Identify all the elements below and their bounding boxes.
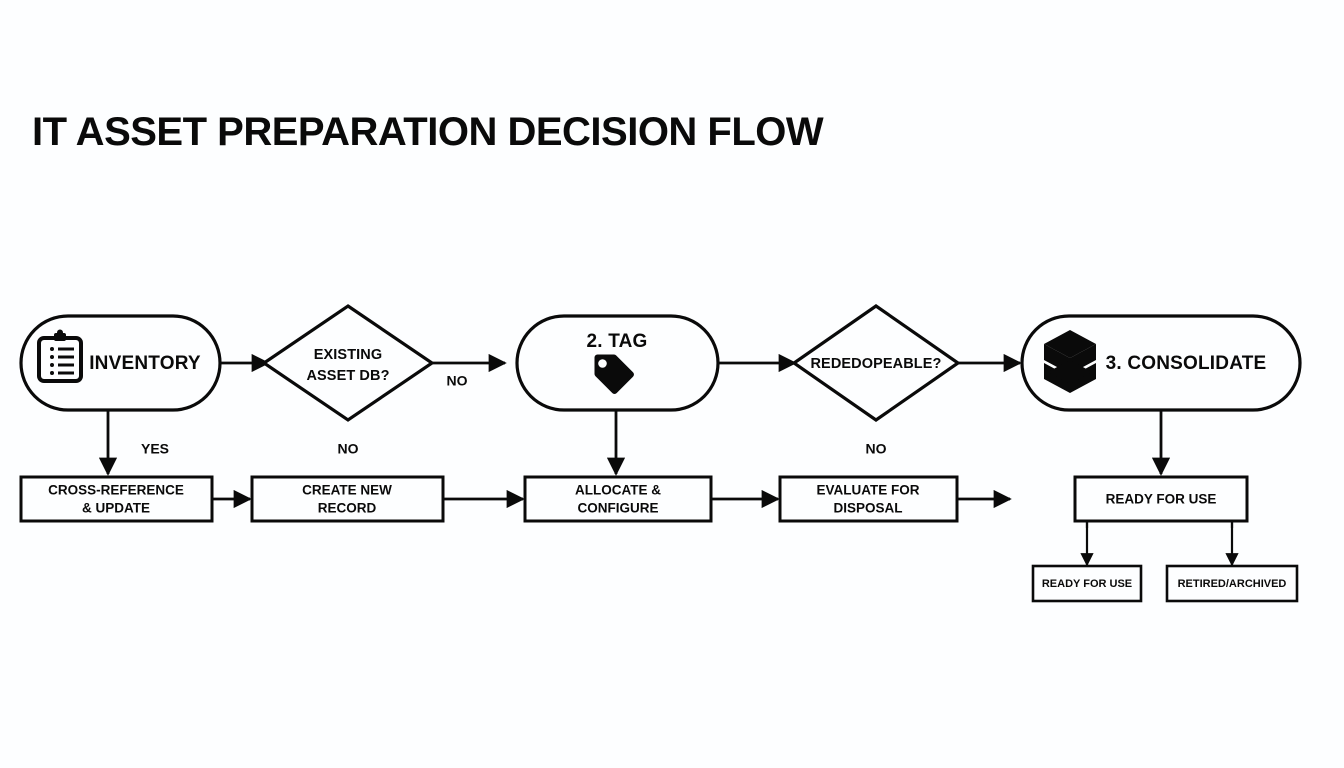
- node-create-new-record-label-line1: CREATE NEW: [302, 483, 392, 498]
- node-ready-for-use-main[interactable]: READY FOR USE: [1073, 475, 1249, 523]
- node-ready-for-use-terminal-label: READY FOR USE: [1042, 578, 1132, 590]
- node-existing-asset-db-label-line1: EXISTING: [314, 347, 382, 363]
- node-create-new-record-label-line2: RECORD: [318, 501, 377, 516]
- node-consolidate-label: 3. CONSOLIDATE: [1106, 353, 1267, 374]
- node-tag[interactable]: 2. TAG: [515, 314, 720, 412]
- node-evaluate-disposal-label-line2: DISPOSAL: [833, 501, 902, 516]
- node-redeployable-label: REDEDOPEABLE?: [810, 356, 941, 372]
- node-cross-reference-label-line2: & UPDATE: [82, 501, 150, 516]
- node-retired-archived-label: RETIRED/ARCHIVED: [1178, 578, 1287, 590]
- edge-label-no-redeployable: NO: [866, 441, 887, 457]
- edge-label-no-existing-db-to-tag: NO: [447, 373, 468, 389]
- node-allocate-configure[interactable]: ALLOCATE & CONFIGURE: [523, 475, 713, 523]
- node-ready-for-use-main-label: READY FOR USE: [1106, 492, 1217, 507]
- node-allocate-configure-label-line2: CONFIGURE: [578, 501, 659, 516]
- node-allocate-configure-label-line1: ALLOCATE &: [575, 483, 661, 498]
- node-retired-archived[interactable]: RETIRED/ARCHIVED: [1165, 564, 1299, 603]
- node-redeployable[interactable]: REDEDOPEABLE?: [791, 304, 961, 422]
- node-evaluate-disposal[interactable]: EVALUATE FOR DISPOSAL: [778, 475, 959, 523]
- edge-label-no-existing-db-down: NO: [338, 441, 359, 457]
- node-consolidate[interactable]: 3. CONSOLIDATE: [1020, 314, 1302, 412]
- node-ready-for-use-terminal[interactable]: READY FOR USE: [1031, 564, 1143, 603]
- edge-label-yes: YES: [141, 441, 169, 457]
- node-inventory-label: INVENTORY: [89, 353, 201, 374]
- node-evaluate-disposal-label-line1: EVALUATE FOR: [817, 483, 920, 498]
- node-existing-asset-db-label-line2: ASSET DB?: [306, 368, 389, 384]
- price-tag-icon: [593, 354, 634, 394]
- cube-stack-icon: [1044, 330, 1096, 393]
- node-existing-asset-db[interactable]: EXISTING ASSET DB?: [261, 304, 435, 422]
- node-cross-reference-label-line1: CROSS-REFERENCE: [48, 483, 184, 498]
- node-tag-label: 2. TAG: [586, 331, 647, 352]
- clipboard-checklist-icon: [37, 329, 83, 383]
- node-cross-reference[interactable]: CROSS-REFERENCE & UPDATE: [19, 475, 214, 523]
- page-title: IT ASSET PREPARATION DECISION FLOW: [32, 110, 824, 154]
- node-inventory[interactable]: INVENTORY: [19, 314, 222, 412]
- node-create-new-record[interactable]: CREATE NEW RECORD: [250, 475, 445, 523]
